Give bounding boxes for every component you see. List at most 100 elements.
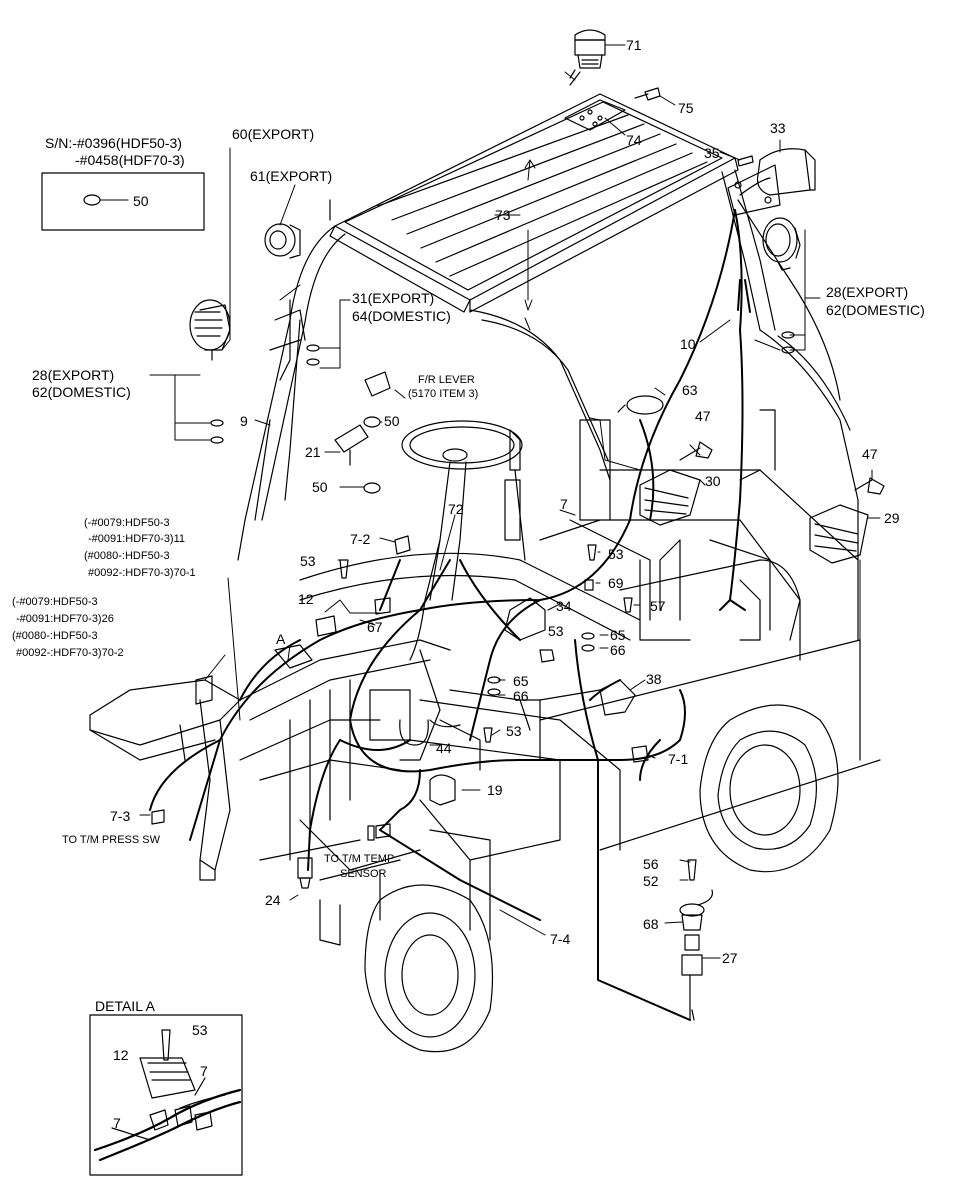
callout-53-right: 53	[548, 623, 564, 639]
callout-71: 71	[626, 37, 642, 53]
callout-50-lower: 50	[312, 479, 328, 495]
callout-31-export: 31(EXPORT)	[352, 290, 435, 306]
callout-68: 68	[643, 916, 659, 932]
bolt-47-right	[854, 477, 885, 495]
callout-34: 34	[556, 598, 572, 614]
frame-structure	[237, 169, 881, 941]
bulb-35	[737, 155, 754, 167]
callout-60-export: 60(EXPORT)	[232, 126, 315, 142]
callout-50-inset: 50	[133, 193, 149, 209]
callout-9: 9	[240, 413, 248, 429]
lamp-bracket	[564, 99, 626, 131]
callout-74: 74	[626, 132, 642, 148]
rear-wheel	[699, 704, 839, 873]
callout-35: 35	[704, 145, 720, 161]
mast-chassis	[89, 639, 601, 946]
callout-53-top: 53	[300, 553, 316, 569]
o-ring-50b	[363, 482, 381, 494]
callout-52: 52	[643, 873, 659, 889]
combination-lamp-29	[809, 504, 869, 564]
callout-24: 24	[265, 892, 281, 908]
callout-12: 12	[298, 591, 314, 607]
fuel-sender-27	[679, 859, 714, 1021]
callout-38: 38	[646, 671, 662, 687]
sn-subtitle: -#0458(HDF70-3)	[75, 152, 185, 168]
front-wheel	[364, 884, 494, 1053]
detail-a-callout-12: 12	[113, 1047, 129, 1063]
to-tm-press-sw: TO T/M PRESS SW	[62, 834, 160, 846]
fr-lever-label: F/R LEVER	[418, 374, 475, 386]
callout-53-mid: 53	[608, 546, 624, 562]
note-26-line4: #0092-:HDF70-3)70-2	[16, 647, 124, 659]
callout-7-1: 7-1	[668, 751, 689, 767]
callout-66-left: 66	[513, 688, 529, 704]
callout-28-export-right: 28(EXPORT)	[826, 284, 909, 300]
bolt-47-left	[679, 441, 713, 461]
detail-a-callout-7-lower: 7	[113, 1115, 121, 1131]
o-ring-50-inset	[83, 194, 101, 206]
callout-62-domestic-right: 62(DOMESTIC)	[826, 302, 925, 318]
relay-34	[504, 597, 546, 641]
callout-69: 69	[608, 575, 624, 591]
callout-56: 56	[643, 856, 659, 872]
mast-cable-9	[254, 299, 306, 521]
bracket-19	[429, 774, 456, 806]
callout-27: 27	[722, 950, 738, 966]
sensor-24	[297, 857, 313, 889]
detail-a-callout-7-upper: 7	[200, 1063, 208, 1079]
fr-switch-21	[334, 371, 391, 466]
to-tm-temp-line2: SENSOR	[340, 868, 387, 880]
callout-7-3: 7-3	[110, 808, 131, 824]
work-lamp-upper-left	[264, 223, 301, 259]
fr-lever-ref: (5170 ITEM 3)	[408, 388, 479, 400]
callout-75: 75	[678, 100, 694, 116]
callout-65-left: 65	[513, 673, 529, 689]
callout-19: 19	[487, 782, 503, 798]
to-tm-temp-line1: TO T/M TEMP	[324, 853, 395, 865]
note-11-line4: #0092-:HDF70-3)70-1	[88, 567, 196, 579]
note-11-line1: (-#0079:HDF50-3	[84, 517, 170, 529]
work-lamp-right	[762, 217, 801, 271]
overhead-guard	[329, 93, 739, 313]
callout-30: 30	[705, 473, 721, 489]
cable-73	[524, 71, 576, 331]
leader-lines	[139, 44, 881, 959]
beacon-lamp	[569, 29, 606, 86]
note-11-line3: (#0080-:HDF50-3	[84, 550, 170, 562]
callout-57: 57	[650, 598, 666, 614]
note-26-line1: (-#0079:HDF50-3	[12, 596, 98, 608]
detail-a-title: DETAIL A	[95, 998, 155, 1014]
note-26-line2: -#0091:HDF70-3)26	[16, 613, 114, 625]
work-lamp-left	[189, 299, 231, 361]
callout-64-domestic: 64(DOMESTIC)	[352, 308, 451, 324]
callout-29: 29	[884, 510, 900, 526]
detail-a-box	[89, 1014, 243, 1176]
callout-47-left: 47	[695, 408, 711, 424]
sn-title: S/N:-#0396(HDF50-3)	[45, 135, 182, 151]
note-11-line2: -#0091:HDF70-3)11	[88, 533, 186, 545]
callout-47-right: 47	[862, 446, 878, 462]
callout-62-domestic-left: 62(DOMESTIC)	[32, 384, 131, 400]
note-26-line3: (#0080-:HDF50-3	[12, 630, 98, 642]
callout-50-upper: 50	[384, 413, 400, 429]
cable-clamp-63	[617, 395, 664, 415]
callout-67: 67	[367, 619, 383, 635]
callout-53-lower: 53	[506, 723, 522, 739]
callout-21: 21	[305, 444, 321, 460]
combination-lamp-30	[639, 469, 701, 526]
callout-72: 72	[448, 501, 464, 517]
wiring-harness	[149, 209, 751, 1021]
callout-10: 10	[680, 336, 696, 352]
o-ring-50a	[363, 416, 381, 428]
callout-7-4: 7-4	[550, 931, 571, 947]
callout-33: 33	[770, 120, 786, 136]
callout-66-right: 66	[610, 642, 626, 658]
callout-73: 73	[495, 207, 511, 223]
u-clamp-44	[399, 719, 429, 746]
rear-lamp	[727, 148, 816, 216]
callout-63: 63	[682, 382, 698, 398]
flasher-38	[599, 679, 636, 716]
callout-61-export: 61(EXPORT)	[250, 168, 333, 184]
callout-7-2: 7-2	[350, 531, 371, 547]
